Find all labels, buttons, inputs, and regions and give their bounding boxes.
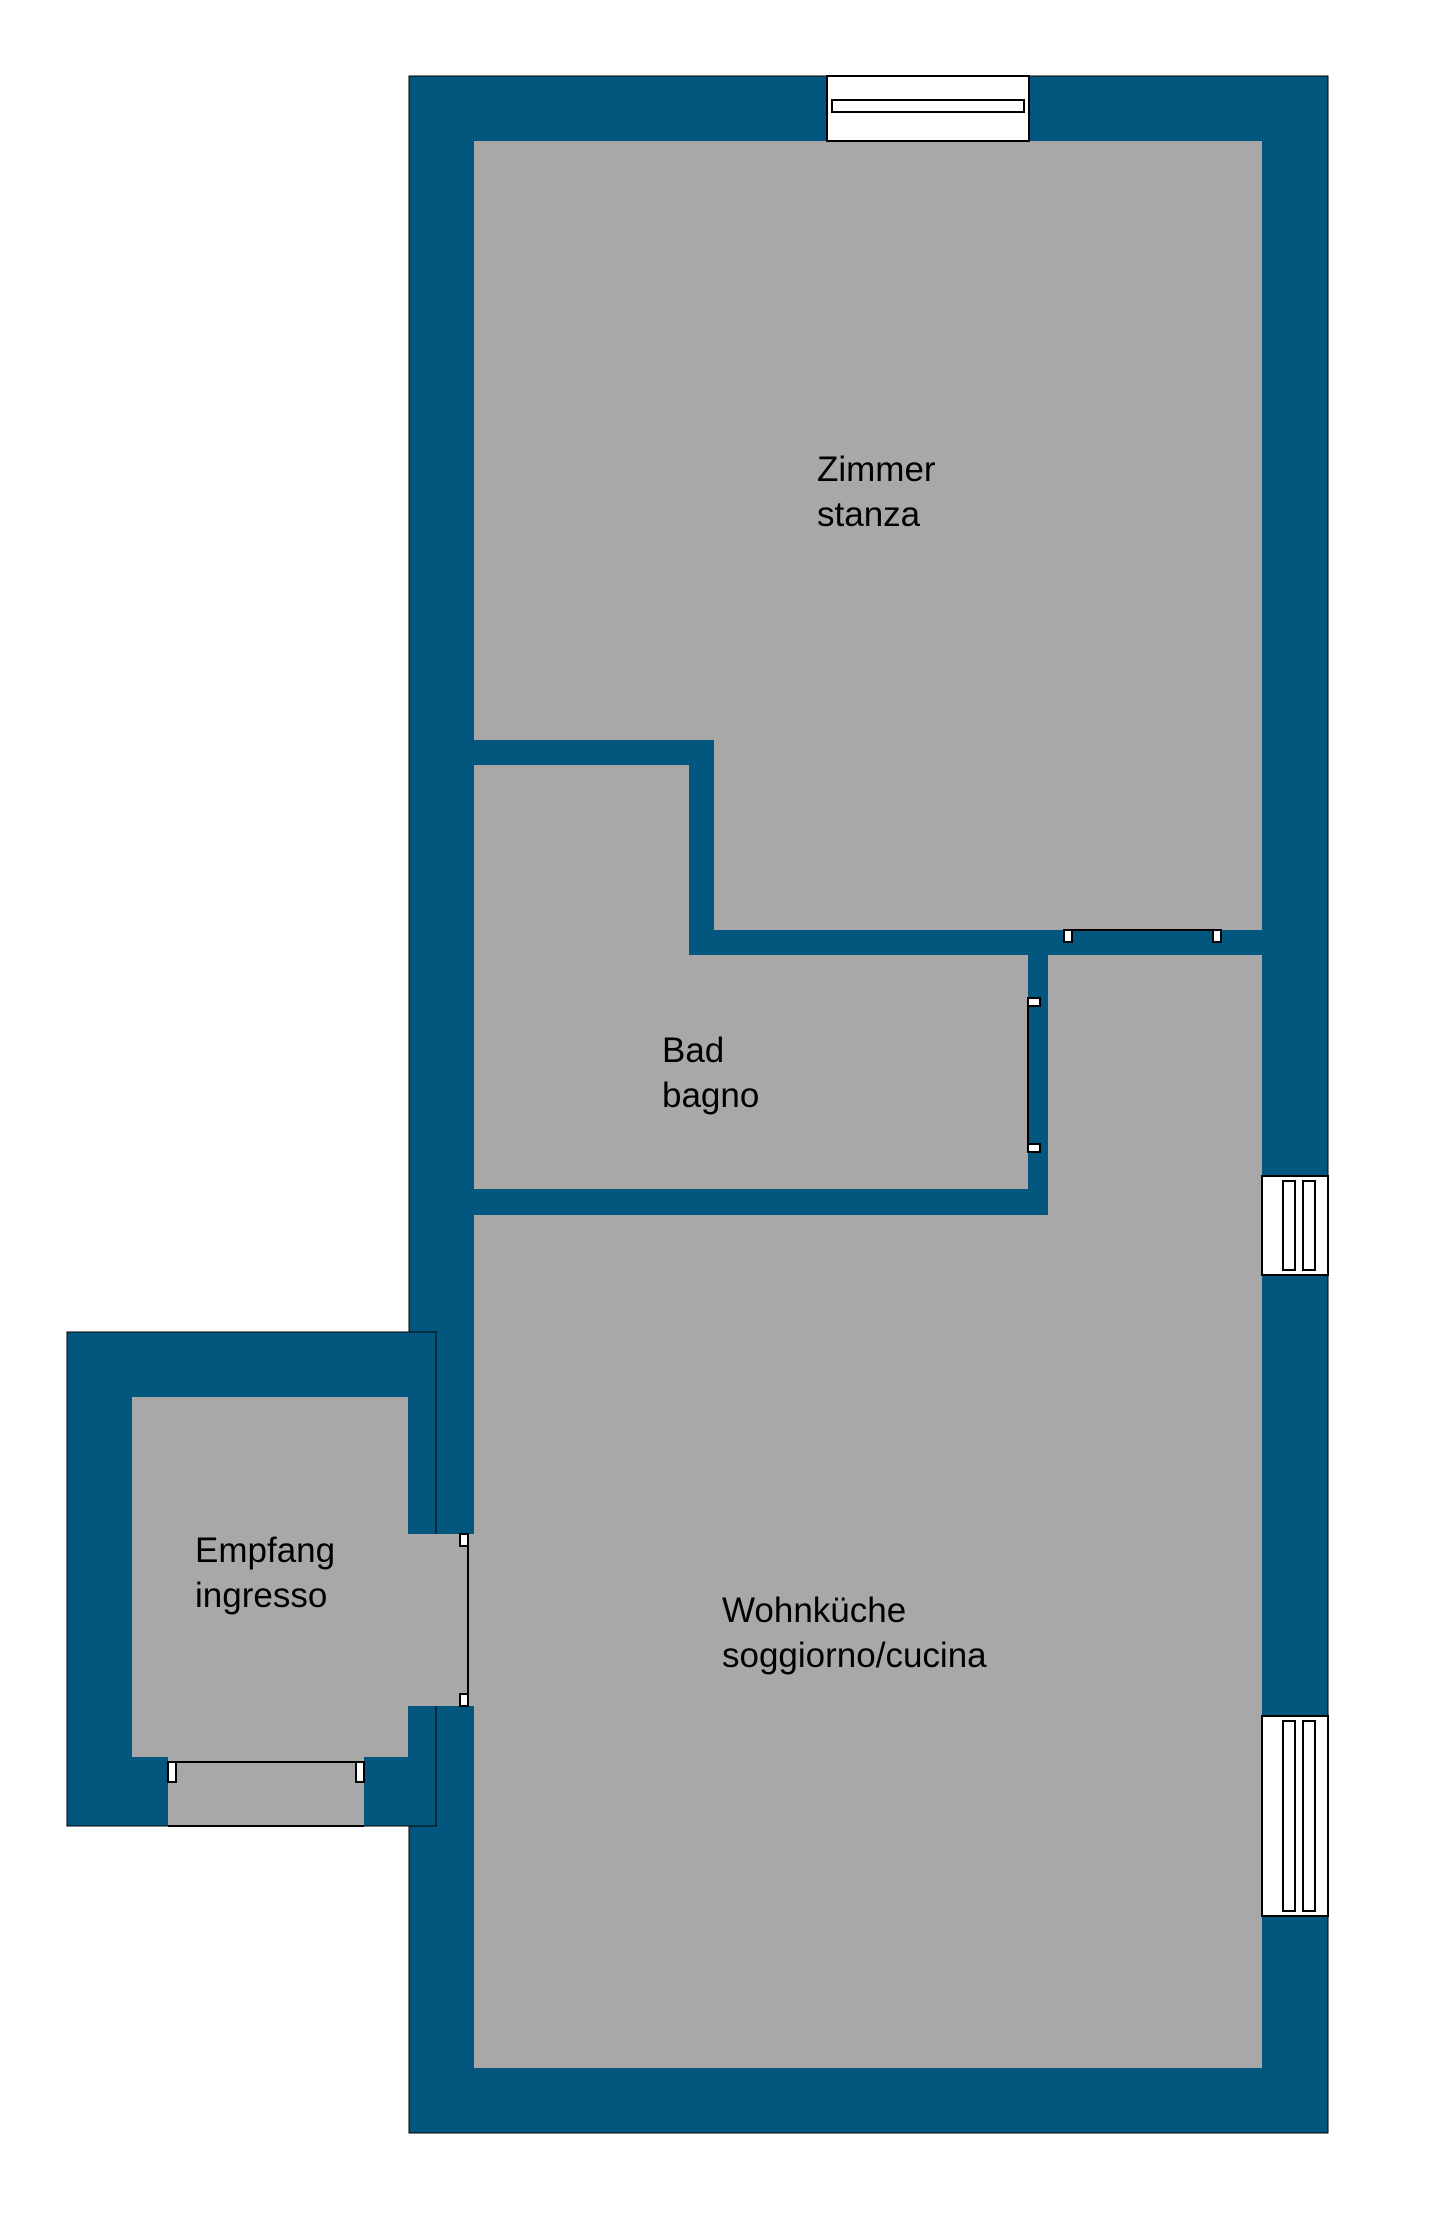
door-entrance xyxy=(167,1761,365,1827)
windows xyxy=(826,75,1329,1917)
door-bad xyxy=(1027,997,1041,1153)
label-bad-de: Bad xyxy=(662,1031,724,1070)
wall-zimmer-door-right xyxy=(1221,930,1262,955)
entry-opening-floor xyxy=(168,1756,364,1826)
wall-bad-wohnkueche xyxy=(474,1189,1048,1215)
wall-zimmer-bad-top xyxy=(474,740,714,764)
label-bad-it: bagno xyxy=(662,1076,759,1115)
doors xyxy=(167,929,1222,1827)
floors xyxy=(132,141,1262,2068)
wall-bad-right-top xyxy=(1028,930,1048,998)
wohnkueche-floor xyxy=(474,1215,1262,2068)
empfang-floor xyxy=(132,1397,408,1757)
window-top xyxy=(826,75,1030,142)
label-zimmer-it: stanza xyxy=(817,495,921,534)
wall-zimmer-bad-lower xyxy=(689,930,1064,955)
window-right-upper xyxy=(1261,1175,1329,1276)
label-empfang-de: Empfang xyxy=(195,1531,335,1570)
interior-walls xyxy=(474,740,1262,1215)
corridor-floor xyxy=(1048,955,1262,1215)
zimmer-floor xyxy=(474,141,1262,930)
door-empfang-wohnkueche xyxy=(459,1533,469,1707)
wall-zimmer-bad-step xyxy=(689,740,714,953)
label-zimmer-de: Zimmer xyxy=(817,450,936,489)
label-wohnkueche-it: soggiorno/cucina xyxy=(722,1636,987,1675)
door-zimmer xyxy=(1063,929,1222,943)
label-wohnkueche-de: Wohnküche xyxy=(722,1591,906,1630)
room-labels: Zimmer stanza Bad bagno Wohnküche soggio… xyxy=(195,450,987,1675)
empfang-passage-floor xyxy=(407,1534,475,1706)
bad-floor-lower xyxy=(474,955,1028,1189)
label-empfang-it: ingresso xyxy=(195,1576,327,1615)
window-right-lower xyxy=(1261,1715,1329,1917)
